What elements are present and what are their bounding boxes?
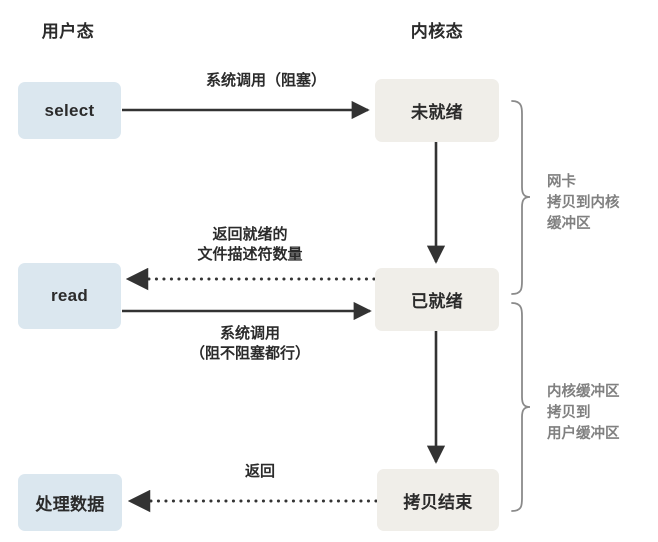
node-copy-done[interactable]: 拷贝结束 — [377, 469, 499, 531]
brace-label-nic-to-kernel-buffer: 网卡 拷贝到内核 缓冲区 — [547, 174, 620, 233]
node-select[interactable]: select — [18, 82, 121, 139]
node-not-ready[interactable]: 未就绪 — [375, 79, 499, 142]
node-read[interactable]: read — [18, 263, 121, 329]
edge-label-system-call-blocking: 系统调用（阻塞） — [205, 72, 326, 89]
edge-label-return-ready-fd-count: 返回就绪的 文件描述符数量 — [197, 226, 303, 264]
node-process-data[interactable]: 处理数据 — [18, 474, 122, 531]
column-header-kernel: 内核态 — [410, 22, 464, 41]
brace-kernel-to-user-buffer — [511, 302, 531, 512]
node-ready[interactable]: 已就绪 — [375, 268, 499, 331]
edge-label-return: 返回 — [244, 463, 275, 480]
brace-label-kernel-to-user-buffer: 内核缓冲区 拷贝到 用户缓冲区 — [547, 384, 620, 443]
column-header-user: 用户态 — [41, 22, 95, 41]
edge-label-system-call-nonblocking: 系统调用 （阻不阻塞都行） — [189, 325, 310, 363]
brace-nic-to-kernel-buffer — [511, 100, 531, 295]
